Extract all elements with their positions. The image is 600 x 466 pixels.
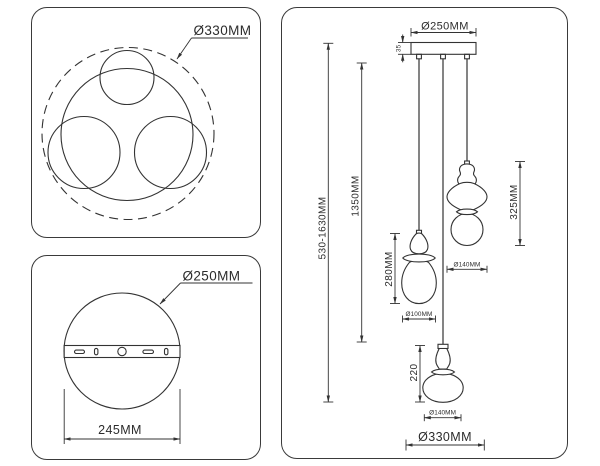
mounting-slot-vertical-2 <box>163 347 169 356</box>
cord-length-dimension: 1350MM <box>351 62 367 343</box>
shade-right-circle <box>133 115 208 190</box>
ceiling-plate <box>410 41 477 55</box>
canopy-outline-circle <box>60 67 194 202</box>
top-view-drawing: Ø330MM <box>41 23 252 221</box>
shade-c-neck <box>435 347 451 370</box>
shade-c-body <box>422 372 464 403</box>
diameter-leader-line <box>176 37 192 60</box>
cord-grip-2 <box>440 53 446 60</box>
shade-a-diameter-dimension: Ø100MM <box>402 311 436 323</box>
canopy-view-panel: Ø250MM 245MM <box>31 255 261 460</box>
canopy-view-drawing: Ø250MM 245MM <box>63 269 253 444</box>
shade-a-barrel <box>401 229 437 305</box>
shade-a-body <box>401 260 437 305</box>
shade-c-diameter-dimension: Ø140MM <box>423 410 462 422</box>
overall-width-dimension: Ø330MM <box>405 430 485 451</box>
shade-c-socket <box>437 343 449 350</box>
top-view-panel: Ø330MM <box>31 7 261 238</box>
plate-thickness-label: 35 <box>396 44 403 52</box>
shade-c-collar <box>430 368 456 376</box>
shade-b-height-dimension: 325MM <box>509 161 525 246</box>
shade-b-double-globe <box>446 160 488 247</box>
mounting-bar <box>63 344 181 359</box>
shade-b-diameter-label: Ø140MM <box>454 261 481 268</box>
diameter-leader-line <box>159 282 181 305</box>
canopy-diameter-label: Ø250MM <box>183 269 241 284</box>
plate-diameter-label: Ø250MM <box>421 21 469 33</box>
shade-c-onion <box>422 343 464 403</box>
front-view-drawing: Ø250MM 35 <box>318 21 525 451</box>
shade-b-height-label: 325MM <box>509 184 520 219</box>
shade-top-circle <box>99 49 155 106</box>
overall-width-label: Ø330MM <box>418 430 472 444</box>
mounting-hole-center <box>117 346 127 357</box>
shade-a-finial <box>409 232 429 255</box>
shade-b-diameter-dimension: Ø140MM <box>446 261 488 273</box>
front-view-panel: Ø250MM 35 <box>281 7 568 459</box>
shade-c-height-dimension: 220 <box>409 345 425 403</box>
shade-a-collar <box>402 253 436 263</box>
cord-grip-1 <box>416 53 422 60</box>
shade-b-collar <box>455 208 479 216</box>
cord-length-label: 1350MM <box>351 175 362 216</box>
mount-width-label: 245MM <box>98 423 142 437</box>
shade-b-lower-globe <box>450 212 484 247</box>
shade-c-diameter-label: Ø140MM <box>429 410 456 417</box>
mounting-slot-horizontal-1 <box>73 349 86 355</box>
overall-height-dimension: 530-1630MM <box>318 42 334 403</box>
shade-a-height-dimension: 280MM <box>384 233 400 304</box>
shade-a-diameter-label: Ø100MM <box>406 311 433 318</box>
mounting-slot-vertical-1 <box>93 347 99 356</box>
shade-left-circle <box>47 115 121 190</box>
cord-grip-3 <box>464 53 470 60</box>
mounting-slot-horizontal-2 <box>142 349 155 355</box>
overall-diameter-dashed-circle <box>41 46 215 221</box>
shade-c-height-label: 220 <box>409 364 420 382</box>
shade-a-height-label: 280MM <box>384 251 395 286</box>
overall-height-label: 530-1630MM <box>318 197 329 260</box>
shade-b-upper-globe <box>446 181 488 212</box>
top-view-diameter-label: Ø330MM <box>194 23 252 38</box>
